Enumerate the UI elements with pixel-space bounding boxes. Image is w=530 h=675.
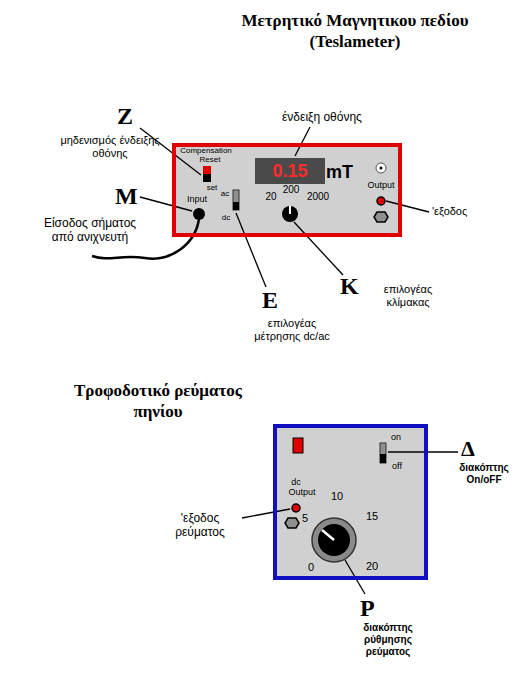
leader-line [242, 509, 290, 518]
callout-letter: E [262, 286, 278, 315]
on-off-switch [380, 454, 386, 463]
jack-label: Output [288, 487, 315, 498]
callout-text: επιλογέας κλίμακας [373, 283, 443, 309]
device-heading: Τροφοδοτικό ρεύματος πηνίου [58, 380, 258, 422]
ac-dc-switch [233, 190, 239, 210]
jack-label: Output [367, 180, 394, 191]
scale-number: 20 [265, 191, 276, 203]
on-off-switch [380, 443, 386, 463]
ground-terminal [374, 212, 388, 222]
callout-text: επιλογέας μέτρησης dc/ac [245, 317, 340, 343]
leader-line [388, 451, 458, 452]
callout-text: Είσοδος σήματος από ανιχνευτή [35, 216, 145, 245]
panel-fill [277, 428, 424, 576]
indicator [380, 167, 383, 170]
callout-letter: Z [117, 102, 133, 131]
power-lamp [293, 438, 303, 453]
switch-label: on [391, 432, 401, 443]
scale-number: 15 [366, 510, 378, 523]
switch-label: ac [221, 189, 229, 199]
power-supply-housing: Τροφοδοτικό ρεύματος πηνίουonoffdcOutput… [273, 424, 428, 580]
current-knob [318, 524, 350, 556]
callout-letter: P [360, 594, 375, 623]
leader-line [295, 127, 310, 156]
callout-letter: K [340, 272, 359, 301]
scale-number: 20 [366, 560, 378, 573]
callout-text: διακόπτης On/oFF [452, 462, 516, 486]
knob-pointer [322, 530, 334, 540]
leader-line [294, 222, 343, 275]
callout-text: ένδειξη οθόνης [282, 110, 362, 124]
ground-terminal [285, 518, 299, 528]
current-output-jack [292, 504, 300, 512]
ac-dc-switch [233, 202, 239, 210]
control-label: Compensation [180, 146, 232, 156]
callout-letter: M [115, 182, 138, 211]
leader-line [140, 197, 192, 211]
knob-pointer [289, 206, 291, 214]
switch-label: off [392, 461, 402, 472]
callout-letter: Δ [461, 436, 475, 462]
scale-number: 2000 [307, 191, 329, 203]
callout-text: μηδενισμός ένδειξης οθόνης [60, 134, 160, 160]
scale-number: 10 [331, 490, 343, 503]
jack-label: dc [291, 477, 301, 488]
scale-number: 200 [283, 184, 300, 196]
leader-line [236, 213, 266, 287]
display-screen: 0.15 [255, 158, 325, 184]
leader-line [386, 201, 429, 212]
panel-fill [176, 147, 398, 233]
jack-label: Input [187, 194, 207, 205]
display-reading: 0.15 [255, 160, 325, 182]
reset-switch [203, 174, 211, 182]
switch-label: dc [222, 213, 230, 223]
input-jack [193, 208, 205, 220]
indicator [376, 163, 386, 173]
callout-text: διακόπτης ρύθμησης ρεύματος [355, 622, 421, 658]
device-heading: Μετρητικό Μαγνητικου πεδίου (Teslameter) [240, 10, 470, 52]
teslameter-housing: Μετρητικό Μαγνητικου πεδίου (Teslameter)… [172, 143, 402, 237]
scale-number: 5 [302, 512, 308, 525]
control-label: Reset [200, 155, 221, 165]
control-label: set [207, 183, 218, 193]
callout-text: 'εξοδος [432, 205, 467, 218]
reset-switch [203, 166, 211, 174]
callout-text: 'εξοδος ρεύματος [160, 511, 240, 540]
current-knob [312, 518, 356, 562]
unit-label: mT [326, 162, 353, 184]
output-jack [377, 197, 385, 205]
range-knob [282, 206, 298, 222]
scale-number: 0 [308, 561, 314, 574]
